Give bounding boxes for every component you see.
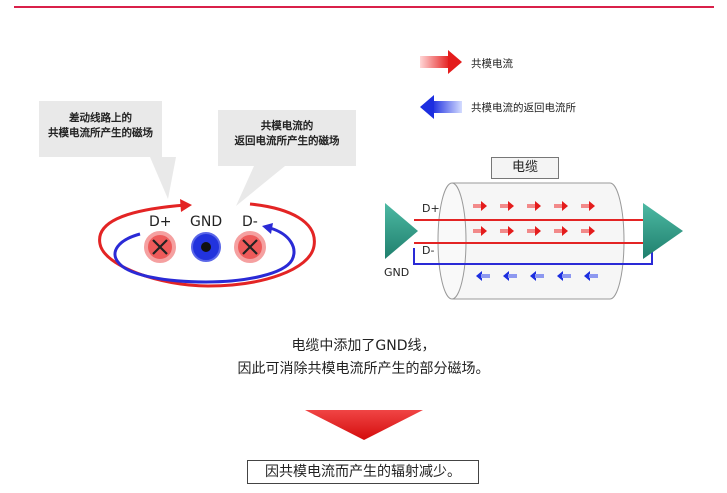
callout-right-line2: 返回电流所产生的磁场 <box>234 135 340 147</box>
caption-line2: 因此可消除共模电流所产生的部分磁场。 <box>237 361 490 377</box>
cable-title-label: 电缆 <box>491 157 559 179</box>
cable-red-arrows <box>473 201 595 236</box>
field-loop-arrow-icon <box>180 199 192 212</box>
callout-left-line2: 共模电流所产生的磁场 <box>48 127 153 139</box>
dminus-label: D- <box>242 214 258 230</box>
legend-red-arrow-icon <box>420 50 462 74</box>
result-box: 因共模电流而产生的辐射减少。 <box>247 460 479 484</box>
callout-right-line1: 共模电流的 <box>260 120 314 132</box>
result-down-arrow-icon <box>305 410 423 440</box>
driver-triangle <box>385 203 418 259</box>
callout-left-line1: 差动线路上的 <box>69 112 132 124</box>
dplus-marker <box>144 231 176 263</box>
cable-end-ellipse <box>437 182 467 300</box>
cable-blue-arrows <box>476 271 598 281</box>
cable-dplus-label: D+ <box>422 202 440 215</box>
cable-body <box>452 182 625 300</box>
gnd-marker <box>191 232 221 262</box>
callout-common-mode-field: 差动线路上的 共模电流所产生的磁场 <box>39 101 162 157</box>
cable-gnd-line <box>413 248 653 265</box>
legend-return-current-label: 共模电流的返回电流所 <box>471 102 576 114</box>
cable-dminus-label: D- <box>422 244 435 257</box>
return-current-field-loop <box>113 226 296 284</box>
dplus-label: D+ <box>149 214 172 230</box>
top-divider <box>14 6 714 8</box>
dminus-marker <box>234 231 266 263</box>
callout-return-current-field: 共模电流的 返回电流所产生的磁场 <box>218 110 356 166</box>
callout-left-pointer <box>150 157 176 199</box>
legend-common-mode-label: 共模电流 <box>471 58 513 70</box>
receiver-triangle <box>643 203 683 259</box>
gnd-label: GND <box>190 214 223 230</box>
common-mode-field-loop <box>98 202 316 288</box>
callout-right-pointer <box>236 166 285 206</box>
caption-line1: 电缆中添加了GND线， <box>291 338 436 354</box>
return-loop-arrow-icon <box>262 223 273 234</box>
legend-blue-arrow-icon <box>420 95 462 119</box>
cable-gnd-label: GND <box>384 266 410 279</box>
